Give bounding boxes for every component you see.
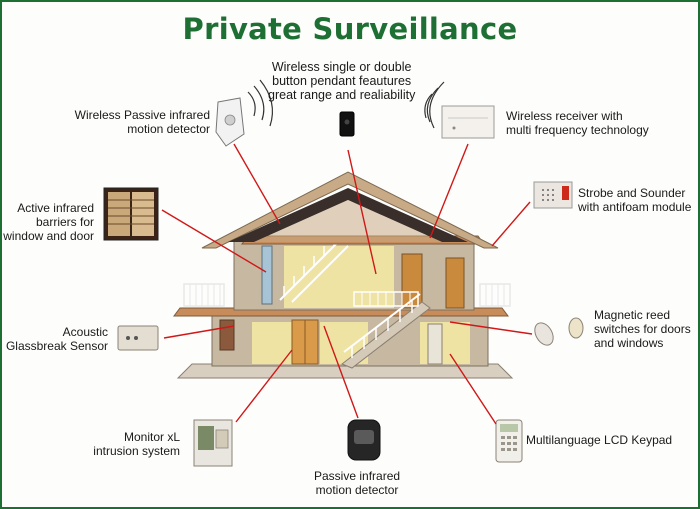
lcd-keypad-icon (495, 419, 523, 463)
control-panel-icon (193, 419, 233, 467)
callout-lines (161, 143, 533, 425)
page-title: Private Surveillance (182, 12, 518, 46)
label-pir-top: Wireless Passive infrared motion detecto… (74, 108, 210, 136)
label-glassbreak: Acoustic Glassbreak Sensor (5, 325, 108, 353)
label-pendant: Wireless single or double button pendant… (268, 60, 416, 102)
label-receiver: Wireless receiver with multi frequency t… (506, 109, 649, 137)
wireless-receiver-icon (441, 105, 495, 139)
window-photo-icon (103, 187, 159, 241)
label-strobe: Strobe and Sounder with antifoam module (578, 186, 692, 214)
label-keypad: Multilanguage LCD Keypad (526, 433, 673, 447)
strobe-siren-icon (533, 181, 573, 209)
magnetic-reed-icon (534, 317, 584, 346)
label-pir-bottom: Passive infrared motion detector (314, 469, 401, 497)
house (173, 171, 514, 379)
label-reed: Magnetic reed switches for doors and win… (594, 308, 691, 350)
label-monitor: Monitor xL intrusion system (93, 430, 180, 458)
glassbreak-sensor-icon (117, 325, 159, 351)
label-infrared-barriers: Active infrared barriers for window and … (3, 201, 94, 243)
pir-dome-sensor-icon (347, 419, 381, 461)
pir-sensor-icon (215, 79, 273, 147)
pendant-remote-icon (339, 81, 445, 137)
